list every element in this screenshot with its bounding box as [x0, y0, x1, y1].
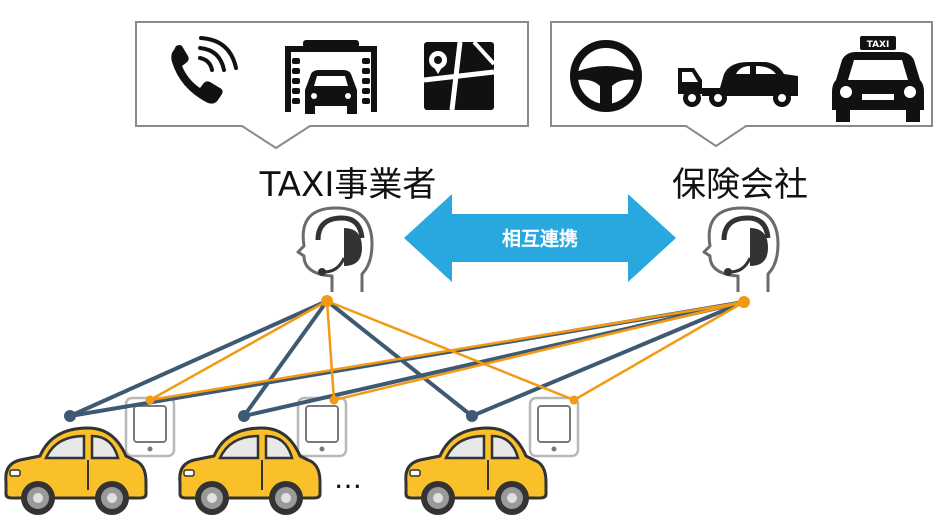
phone-call-icon [171, 36, 238, 104]
tablet-icon [528, 396, 580, 458]
car-node [466, 410, 478, 422]
taxi-sign-label: TAXI [867, 40, 890, 50]
tow-truck-icon [678, 62, 798, 107]
car-wash-icon [285, 40, 377, 114]
steering-wheel-icon [570, 40, 642, 112]
tablet-connection-lines [149, 299, 745, 402]
map-icon [423, 40, 496, 111]
car-node [238, 410, 250, 422]
tablet-node [569, 395, 579, 405]
cooperation-arrow [404, 194, 676, 282]
taxi-operator-label: TAXI事業者 [259, 165, 437, 205]
tablet-node [329, 395, 339, 405]
cooperation-label: 相互連携 [502, 227, 578, 250]
taxi-icon: TAXI [832, 36, 924, 122]
tablet-icon [296, 396, 348, 458]
operator-headset-icon [298, 208, 372, 292]
tablet-node [145, 395, 155, 405]
taxi-car-icon [404, 426, 548, 517]
insurer-label: 保険会社 [672, 165, 808, 205]
operator-node [321, 295, 333, 307]
insurer-node [738, 296, 750, 308]
ellipsis-label: … [334, 462, 362, 495]
insurer-headset-icon [704, 208, 778, 292]
car-node [64, 410, 76, 422]
